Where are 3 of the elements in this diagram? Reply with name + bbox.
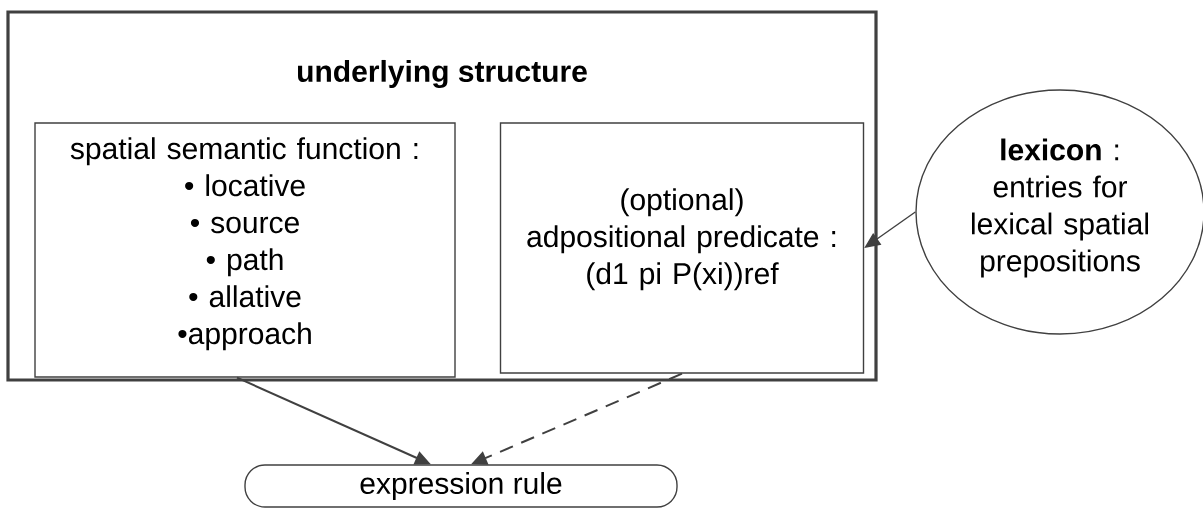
arrow	[864, 211, 916, 248]
content-box: (optional) adpositional predicate : (d1 pi P(xi))ref	[499, 122, 865, 374]
content-box: spatial semantic function : • locative • source • path • allative •approach	[34, 122, 456, 378]
